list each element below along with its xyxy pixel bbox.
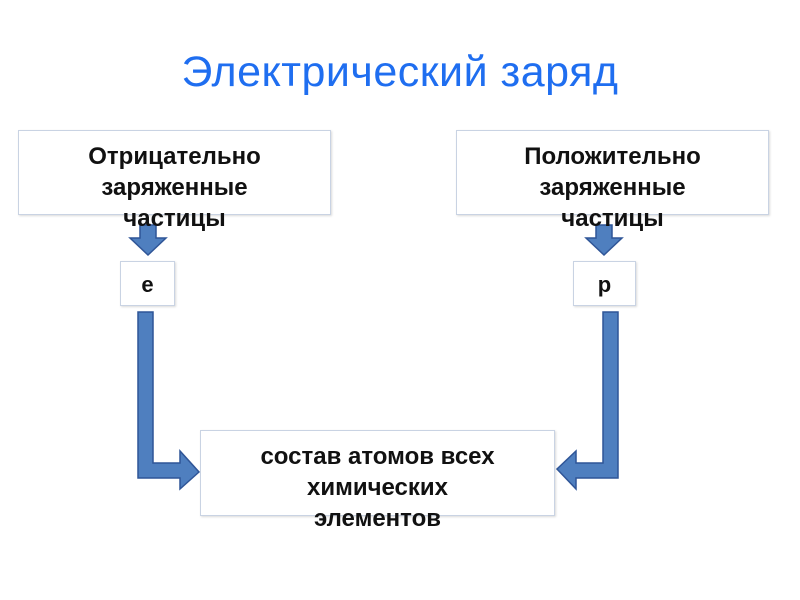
composition-line-3: элементов <box>313 505 442 532</box>
arrow-proton-to-composition <box>555 311 619 491</box>
negative-particles-box: Отрицательно заряженные частицы <box>18 130 331 232</box>
arrow-down-positive <box>584 224 624 257</box>
negative-line-2: заряженные <box>101 174 248 201</box>
proton-box: p <box>573 261 636 306</box>
positive-line-1: Положительно <box>524 143 701 170</box>
composition-box: состав атомов всех химических элементов <box>200 430 555 532</box>
diagram-title: Электрический заряд <box>181 48 619 96</box>
negative-line-3: частицы <box>123 205 226 232</box>
arrow-down-negative <box>128 224 168 257</box>
negative-line-1: Отрицательно <box>88 143 261 170</box>
positive-particles-box: Положительно заряженные частицы <box>456 130 769 232</box>
positive-line-2: заряженные <box>539 174 686 201</box>
composition-line-1: состав атомов всех <box>260 443 495 470</box>
positive-line-3: частицы <box>561 205 664 232</box>
composition-line-2: химических <box>306 474 449 501</box>
arrow-electron-to-composition <box>137 311 201 491</box>
electron-box: e <box>120 261 175 306</box>
